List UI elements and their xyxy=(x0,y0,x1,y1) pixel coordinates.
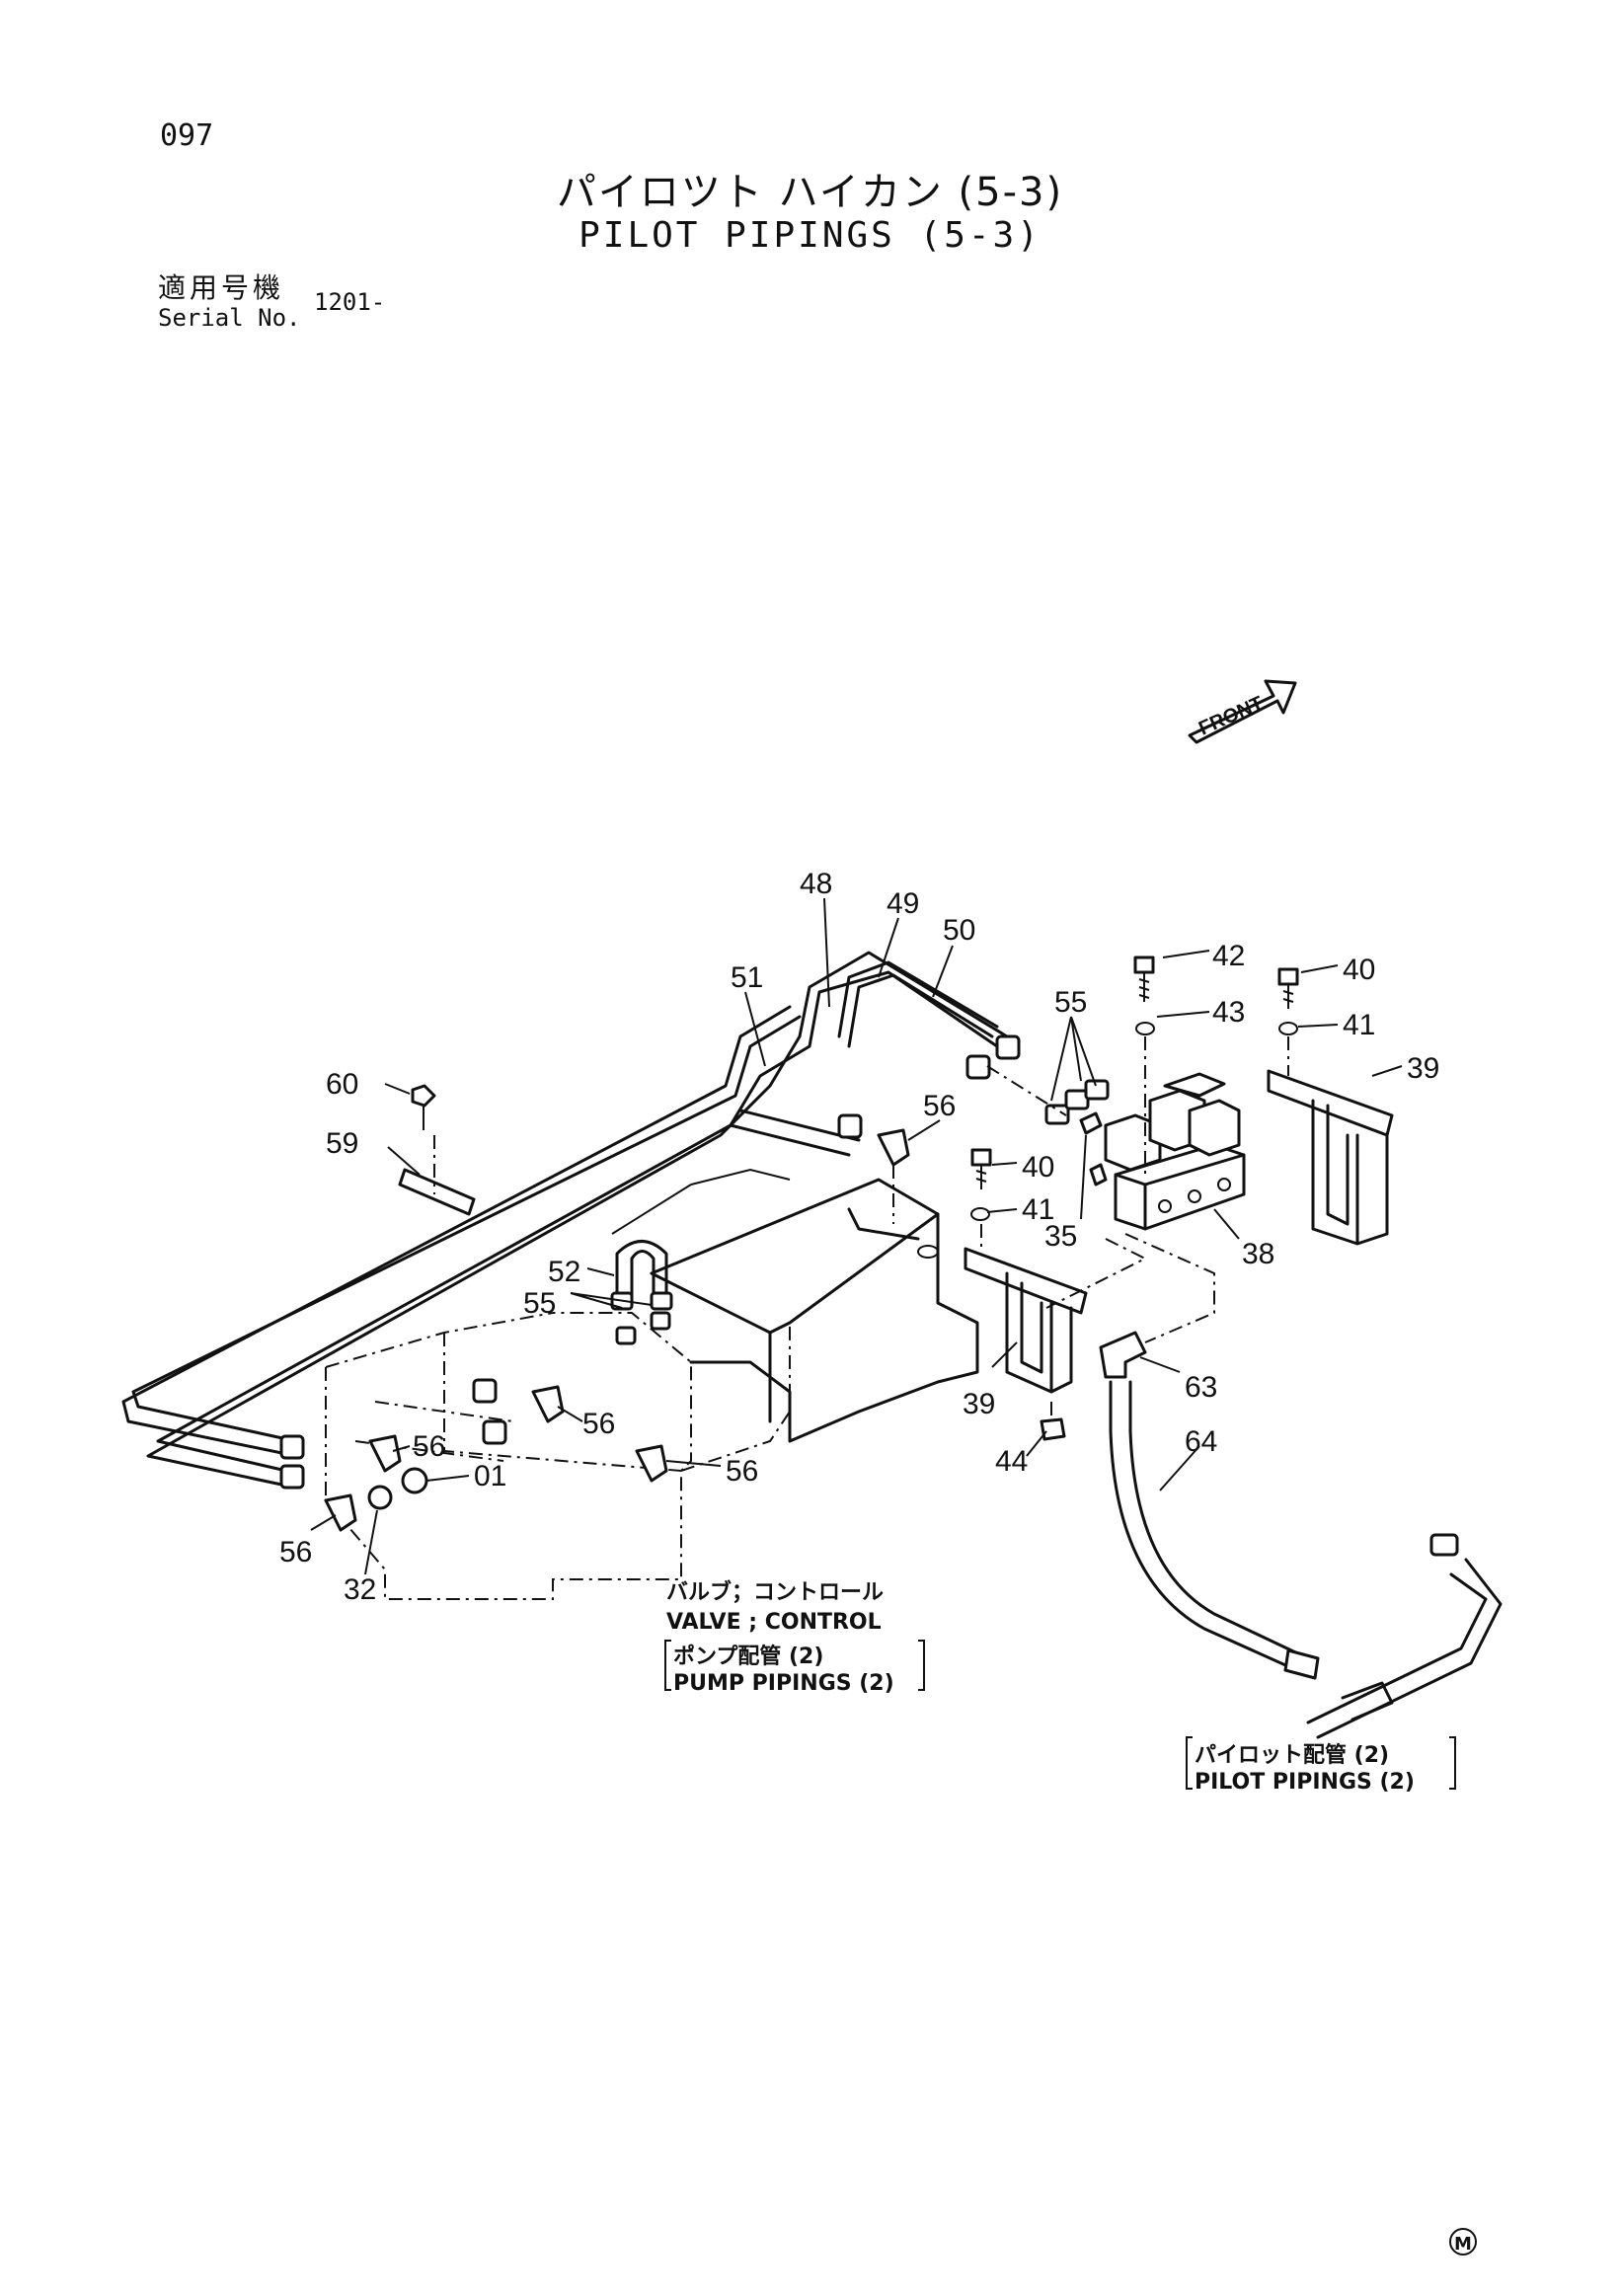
pilot-note-jp: パイロット配管 (2) xyxy=(1195,1742,1389,1768)
pilot-pipings-note: パイロット配管 (2) PILOT PIPINGS (2) xyxy=(1186,1736,1456,1795)
bracket-39-upper xyxy=(1267,1069,1394,1246)
callout-40-upper: 40 xyxy=(1343,954,1375,986)
footer-mark: M xyxy=(1449,2228,1477,2256)
callout-41-upper: 41 xyxy=(1343,1009,1375,1041)
control-valve-body xyxy=(325,1312,791,1600)
hose-64 xyxy=(1099,1331,1503,1739)
callout-39-lower: 39 xyxy=(963,1388,995,1420)
callout-32: 32 xyxy=(344,1573,376,1606)
callout-44: 44 xyxy=(995,1445,1028,1478)
pump-block xyxy=(611,1168,979,1443)
callout-40-lower: 40 xyxy=(1022,1151,1054,1184)
leader-lines xyxy=(310,897,1403,1575)
callout-48: 48 xyxy=(800,868,832,900)
valve-note-jp: バルブ；コントロール xyxy=(666,1579,884,1605)
callout-60: 60 xyxy=(326,1068,358,1101)
callout-43: 43 xyxy=(1212,996,1245,1029)
serial-label-en: Serial No. xyxy=(158,304,301,332)
footer-mark-letter: M xyxy=(1454,2234,1472,2255)
u-pipe-52 xyxy=(615,1240,668,1305)
callout-01: 01 xyxy=(474,1460,506,1492)
front-arrow-icon: FRONT xyxy=(1188,679,1297,744)
valve-note-en: VALVE ; CONTROL xyxy=(666,1610,882,1635)
callout-41-lower: 41 xyxy=(1022,1193,1054,1226)
bolts-and-washers xyxy=(398,956,1299,1441)
callout-56-center: 56 xyxy=(582,1408,615,1440)
callout-56-upper: 56 xyxy=(923,1090,956,1122)
callout-56-left: 56 xyxy=(413,1430,445,1463)
callout-52: 52 xyxy=(548,1256,580,1288)
valve-control-note: バルブ；コントロール VALVE ; CONTROL ポンプ配管 (2) PUM… xyxy=(664,1579,925,1696)
callout-55-upper: 55 xyxy=(1054,986,1087,1019)
callout-35: 35 xyxy=(1044,1220,1077,1253)
callout-56-bottom: 56 xyxy=(279,1536,312,1569)
callout-51: 51 xyxy=(731,961,763,994)
page-title-en: PILOT PIPINGS (5-3) xyxy=(579,215,1041,256)
bracket-39-lower xyxy=(964,1247,1088,1394)
pilot-note-en: PILOT PIPINGS (2) xyxy=(1195,1770,1415,1795)
callout-42: 42 xyxy=(1212,940,1245,972)
callout-39-upper: 39 xyxy=(1407,1052,1439,1085)
callout-59: 59 xyxy=(326,1127,358,1160)
fittings xyxy=(279,1034,1110,1532)
manifold-block-38 xyxy=(1104,1072,1246,1231)
page-title-jp: パイロツト ハイカン (5-3) xyxy=(556,170,1064,215)
front-label: FRONT xyxy=(1196,692,1267,739)
serial-label-jp: 適用号機 xyxy=(158,271,285,304)
callout-labels: 48 49 50 51 55 42 43 40 41 39 60 56 59 4… xyxy=(279,868,1439,1606)
callout-55-lower: 55 xyxy=(523,1287,556,1320)
serial-value: 1201- xyxy=(314,288,386,316)
callout-50: 50 xyxy=(943,914,975,947)
pump-note-en: PUMP PIPINGS (2) xyxy=(673,1671,894,1696)
callout-63: 63 xyxy=(1185,1371,1217,1404)
callout-56-right: 56 xyxy=(726,1455,758,1488)
callout-64: 64 xyxy=(1185,1425,1217,1458)
pump-note-jp: ポンプ配管 (2) xyxy=(673,1644,823,1669)
callout-49: 49 xyxy=(887,887,919,920)
routing-lines xyxy=(433,1036,1289,1419)
page-number: 097 xyxy=(160,118,214,153)
callout-38: 38 xyxy=(1242,1238,1274,1270)
